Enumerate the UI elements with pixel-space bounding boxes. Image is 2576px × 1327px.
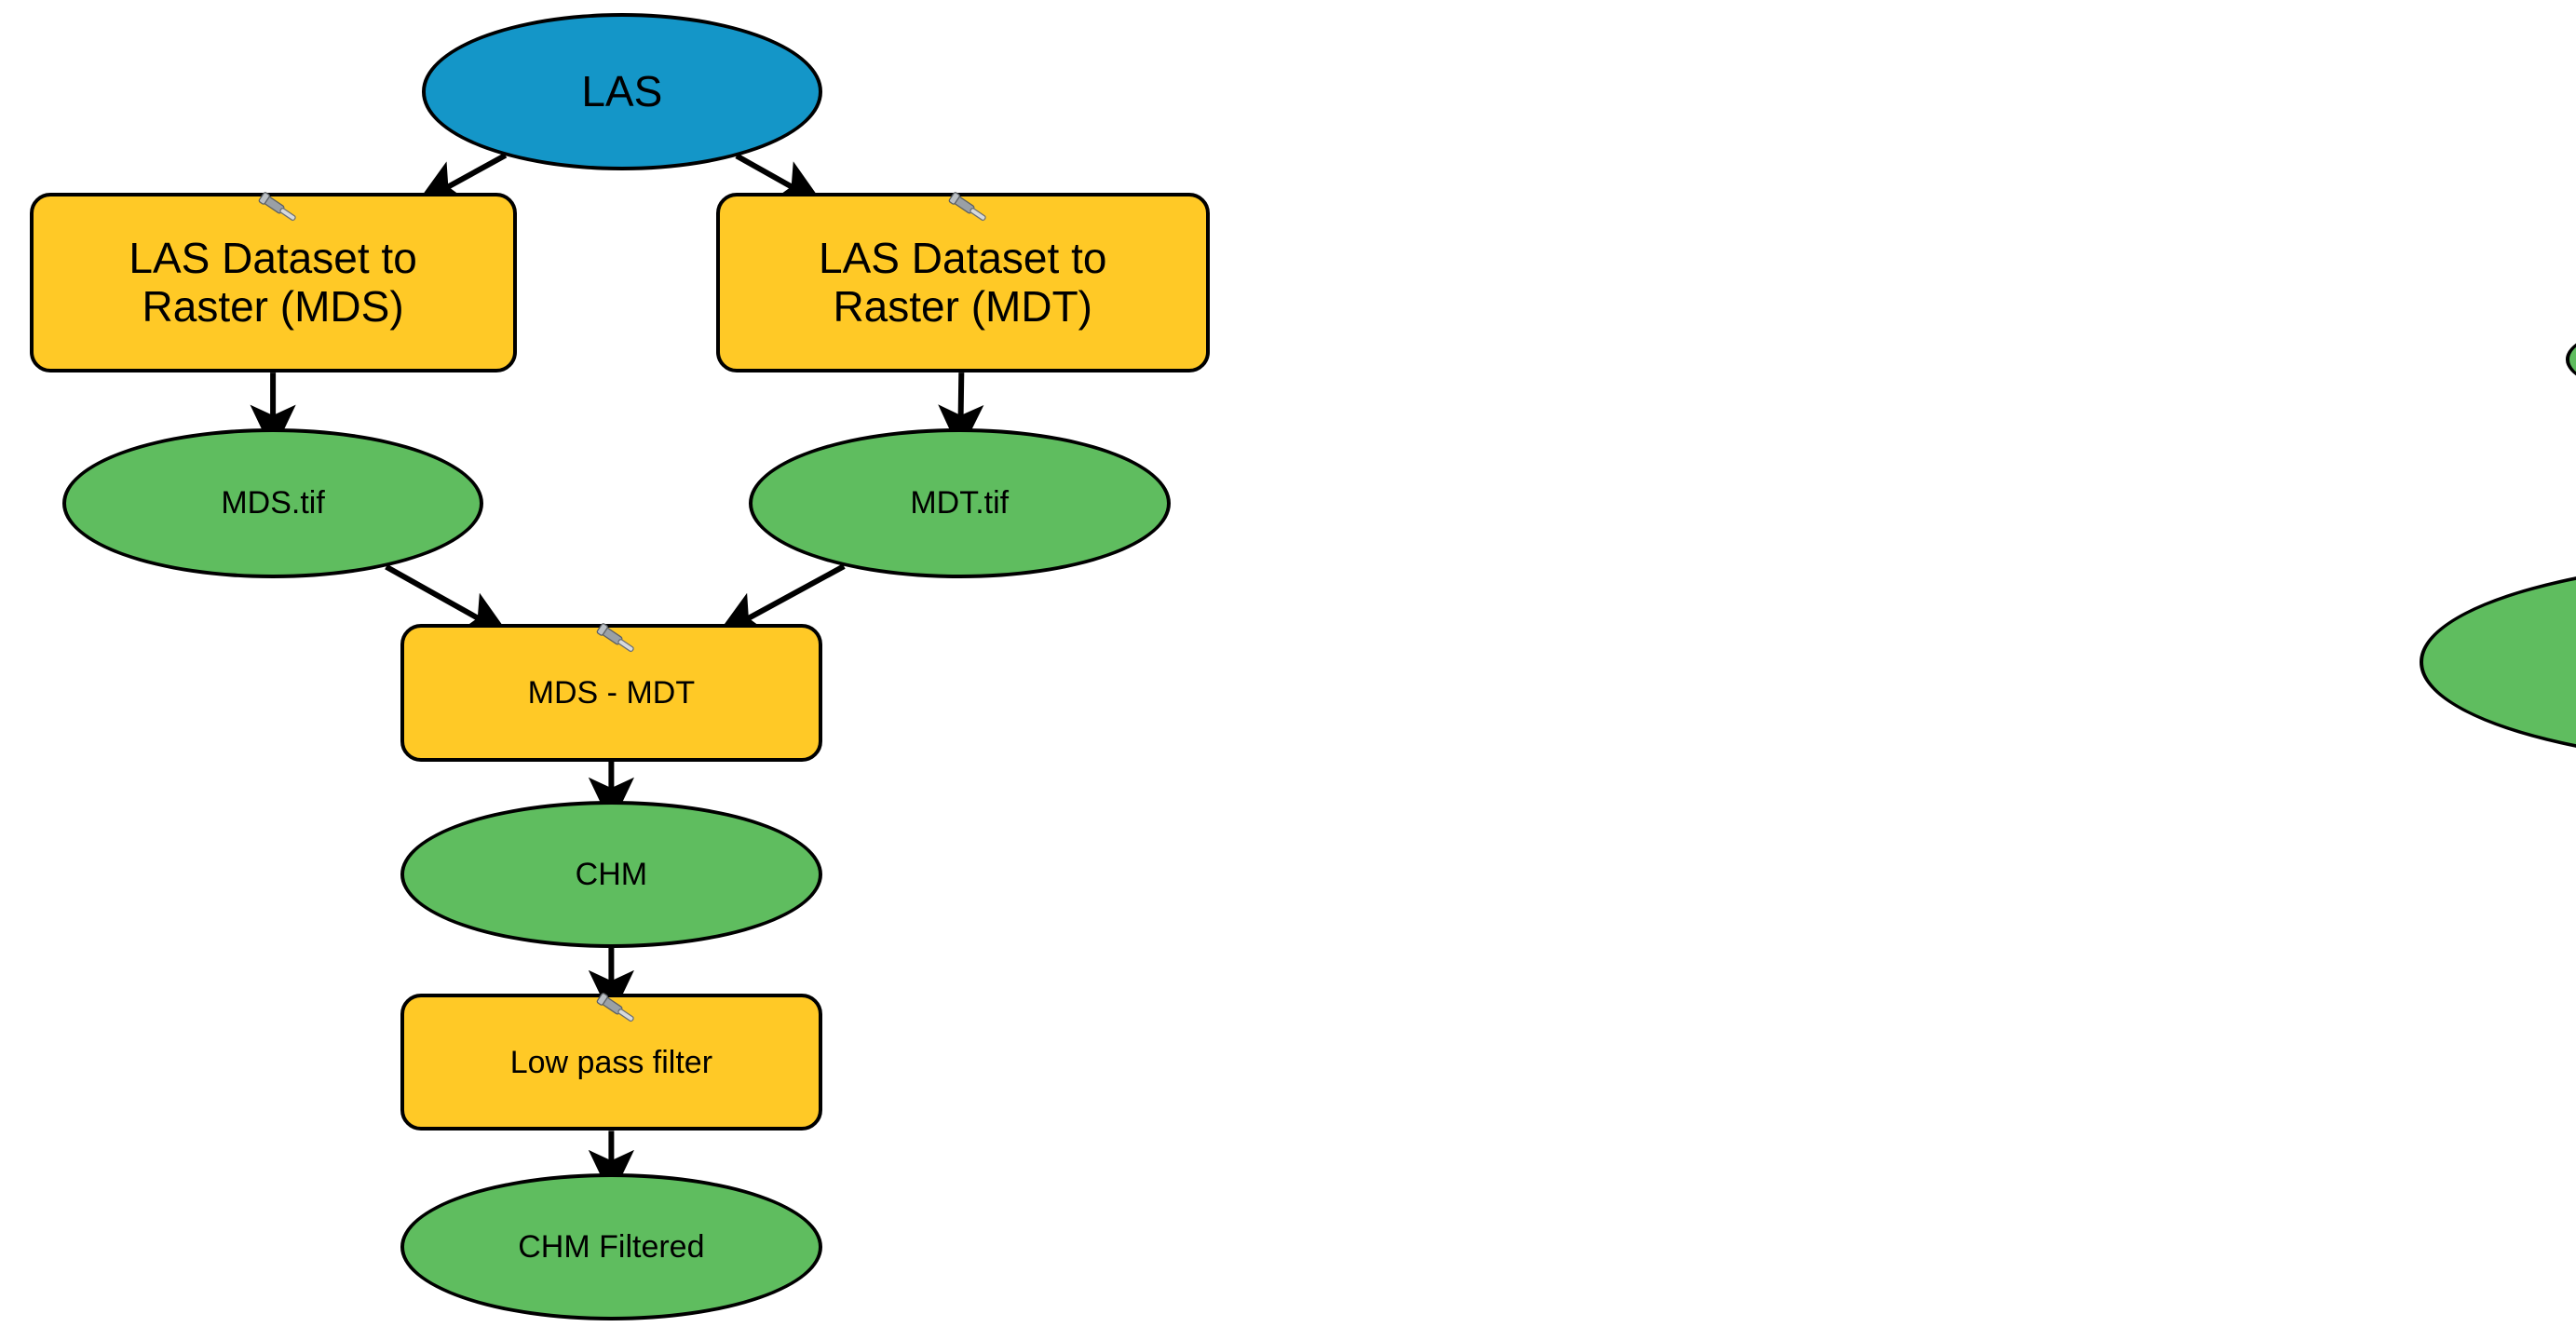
- edge-ld2r_mdt-to-mdt_tif: [938, 372, 984, 454]
- node-inv_chm[interactable]: Inverted CHM: [2566, 304, 2576, 415]
- node-label-lowpass: Low pass filter: [509, 1044, 713, 1080]
- edge-mdt_tif-to-mds_mdt: [715, 563, 846, 637]
- node-label-ld2r_mdt: LAS Dataset to Raster (MDT): [819, 234, 1107, 331]
- edge-las-to-ld2r_mdt: [735, 153, 824, 205]
- node-ld2r_mds[interactable]: LAS Dataset to Raster (MDS): [29, 191, 517, 373]
- node-chm_filt[interactable]: CHM Filtered: [400, 1173, 822, 1320]
- node-label-chm: CHM: [575, 856, 648, 892]
- node-label-mdt_tif: MDT.tif: [910, 485, 1010, 521]
- edge-mds_tif-to-mds_mdt: [385, 564, 510, 637]
- node-label-mds_tif: MDS.tif: [221, 485, 325, 521]
- node-chm[interactable]: CHM: [400, 800, 822, 948]
- node-mds_tif[interactable]: MDS.tif: [61, 427, 484, 579]
- node-lowpass[interactable]: Low pass filter: [400, 992, 822, 1131]
- node-las[interactable]: LAS: [421, 13, 822, 170]
- node-label-mds_mdt: MDS - MDT: [527, 675, 696, 711]
- node-label-ld2r_mds: LAS Dataset to Raster (MDS): [129, 234, 417, 331]
- node-ld2r_mdt[interactable]: LAS Dataset to Raster (MDT): [715, 191, 1210, 373]
- node-label-las: LAS: [581, 66, 663, 115]
- hammer-icon: [586, 992, 636, 1033]
- node-mds_mdt[interactable]: MDS - MDT: [400, 622, 822, 762]
- hammer-icon: [248, 191, 298, 232]
- edge-las-to-ld2r_mds: [415, 153, 508, 205]
- node-label-chm_filt: CHM Filtered: [518, 1228, 705, 1265]
- node-focal_inv[interactable]: Focal flow of the inverted chm: [2419, 555, 2576, 768]
- node-mdt_tif[interactable]: MDT.tif: [748, 427, 1171, 579]
- hammer-icon: [586, 622, 636, 663]
- hammer-icon: [938, 191, 988, 232]
